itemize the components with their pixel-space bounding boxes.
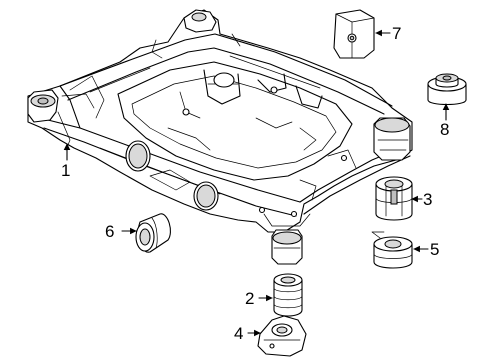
- bracket-part-7: [333, 9, 375, 59]
- callout-4: 4: [234, 324, 243, 343]
- bushing-part-8: [427, 73, 467, 106]
- bushing-part-6: [135, 213, 171, 253]
- callout-1: 1: [61, 161, 70, 180]
- callout-8: 8: [440, 120, 449, 139]
- callout-5: 5: [430, 240, 439, 259]
- subframe-part: [27, 9, 413, 265]
- bushing-part-2: [273, 273, 303, 317]
- bracket-part-4: [257, 315, 307, 357]
- leader-lines: [63, 29, 450, 337]
- callout-3: 3: [423, 190, 432, 209]
- callout-7: 7: [392, 24, 401, 43]
- subframe-outline: [27, 9, 413, 233]
- bushing-part-5: [371, 231, 413, 269]
- callout-2: 2: [245, 289, 254, 308]
- bushing-part-3: [375, 176, 413, 221]
- callout-6: 6: [105, 222, 114, 241]
